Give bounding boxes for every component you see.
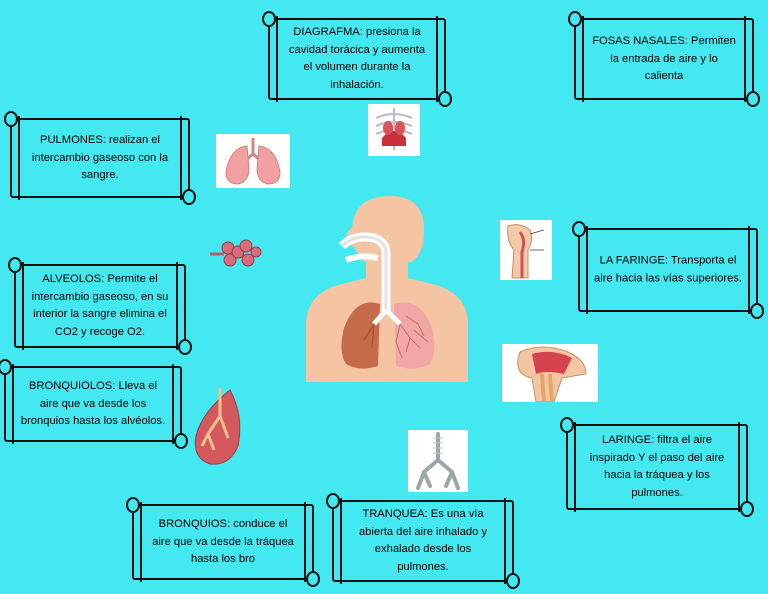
lungs-thumbnail: [216, 134, 290, 188]
label-laringe: LARINGE: filtra el aire inspirado Y el p…: [560, 417, 754, 517]
diaphragm-thumbnail: [368, 104, 420, 156]
bronchioles-thumbnail: [180, 386, 248, 468]
label-laringe-text: LARINGE: filtra el aire inspirado Y el p…: [589, 434, 725, 499]
label-alveolos-text: ALVEOLOS: Permite el intercambio gaseoso…: [31, 273, 169, 338]
label-traquea-text: TRANQUEA: Es una vía abierta del aire in…: [358, 508, 488, 573]
label-alveolos: ALVEOLOS: Permite el intercambio gaseoso…: [8, 257, 192, 355]
label-faringe: LA FARINGE: Transporta el aire hacia las…: [572, 221, 764, 319]
label-fosas-nasales: FOSAS NASALES: Permiten la entrada de ai…: [568, 11, 760, 107]
label-bronquios: BRONQUIOS: conduce el aire que va desde …: [126, 497, 320, 587]
label-faringe-text: LA FARINGE: Transporta el aire hacia las…: [594, 254, 742, 285]
label-diafragma: DIAGRAFMA: presiona la cavidad torácica …: [262, 11, 452, 107]
label-bronquios-text: BRONQUIOS: conduce el aire que va desde …: [152, 517, 294, 565]
label-pulmones: PULMONES: realizan el intercambio gaseos…: [4, 111, 196, 205]
trachea-thumbnail: [408, 430, 468, 492]
respiratory-system-illustration: [302, 192, 472, 382]
label-diafragma-text: DIAGRAFMA: presiona la cavidad torácica …: [288, 26, 426, 91]
label-pulmones-text: PULMONES: realizan el intercambio gaseos…: [31, 133, 169, 181]
label-bronquiolos: BRONQUIOLOS: Lleva el aire que va desde …: [0, 359, 188, 449]
alveoli-thumbnail: [208, 236, 262, 270]
label-bronquiolos-text: BRONQUIOLOS: Lleva el aire que va desde …: [20, 379, 166, 427]
label-traquea: TRANQUEA: Es una vía abierta del aire in…: [326, 493, 520, 589]
pharynx-thumbnail: [500, 220, 552, 280]
larynx-thumbnail: [502, 344, 598, 402]
label-fosas-nasales-text: FOSAS NASALES: Permiten la entrada de ai…: [592, 34, 736, 82]
